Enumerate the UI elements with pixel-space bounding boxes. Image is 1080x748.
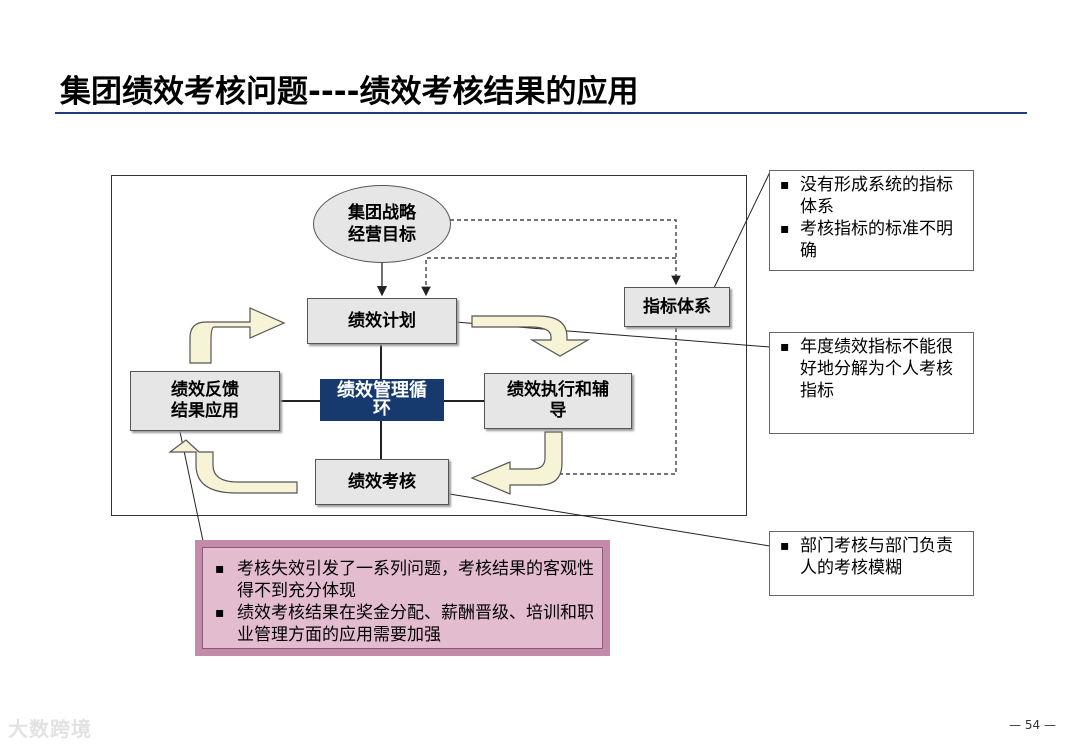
plan-label: 绩效计划 bbox=[348, 310, 416, 331]
performance-execution-box: 绩效执行和辅 导 bbox=[484, 373, 632, 429]
execute-line2: 导 bbox=[549, 401, 567, 421]
page-title: 集团绩效考核问题----绩效考核结果的应用 bbox=[60, 74, 639, 110]
page-number: — 54 — bbox=[1009, 718, 1056, 732]
note-bottom-item-1: 部门考核与部门负责人的考核模糊 bbox=[780, 535, 965, 579]
center-line1: 绩效管理循 bbox=[337, 380, 427, 401]
index-system-box: 指标体系 bbox=[624, 287, 730, 327]
execute-line1: 绩效执行和辅 bbox=[507, 380, 609, 400]
note-feedback-issues: 考核失效引发了一系列问题，考核结果的客观性得不到充分体现 绩效考核结果在奖金分配… bbox=[195, 540, 610, 656]
note-plan-issues: 年度绩效指标不能很好地分解为个人考核指标 bbox=[769, 332, 974, 434]
note-pink-item-2: 绩效考核结果在奖金分配、薪酬晋级、培训和职业管理方面的应用需要加强 bbox=[215, 602, 594, 646]
note-top-item-1: 没有形成系统的指标体系 bbox=[780, 174, 965, 218]
cycle-arrow-assess-to-feedback bbox=[168, 439, 298, 494]
dashed-oval-to-index bbox=[450, 219, 681, 286]
feedback-application-box: 绩效反馈 结果应用 bbox=[130, 371, 280, 431]
assess-label: 绩效考核 bbox=[348, 471, 416, 492]
callout-line-assess bbox=[436, 491, 771, 547]
cycle-arrow-execute-to-assess bbox=[470, 431, 563, 495]
callout-line-feedback bbox=[174, 407, 208, 561]
title-underline bbox=[55, 112, 1027, 114]
oval-line1: 集团战略 bbox=[348, 203, 416, 223]
feedback-line1: 绩效反馈 bbox=[171, 380, 239, 400]
watermark-text: 大数跨境 bbox=[8, 717, 92, 741]
note-feedback-inner: 考核失效引发了一系列问题，考核结果的客观性得不到充分体现 绩效考核结果在奖金分配… bbox=[202, 547, 603, 649]
note-top-item-2: 考核指标的标准不明确 bbox=[780, 218, 965, 262]
callout-line-index bbox=[713, 171, 771, 289]
note-index-issues: 没有形成系统的指标体系 考核指标的标准不明确 bbox=[769, 170, 974, 271]
index-label: 指标体系 bbox=[643, 296, 711, 317]
strategy-goal-oval: 集团战略 经营目标 bbox=[313, 185, 451, 263]
note-middle-item-1: 年度绩效指标不能很好地分解为个人考核指标 bbox=[780, 336, 965, 402]
dashed-index-to-plan bbox=[421, 257, 676, 297]
oval-line2: 经营目标 bbox=[348, 225, 416, 245]
performance-plan-box: 绩效计划 bbox=[307, 298, 457, 344]
management-cycle-center: 绩效管理循 环 bbox=[320, 379, 444, 421]
feedback-line2: 结果应用 bbox=[171, 401, 239, 421]
watermark-logo: 大数跨境 bbox=[8, 713, 92, 742]
performance-assessment-box: 绩效考核 bbox=[315, 459, 449, 505]
center-line2: 环 bbox=[373, 398, 391, 419]
note-assess-issues: 部门考核与部门负责人的考核模糊 bbox=[769, 531, 974, 596]
note-pink-item-1: 考核失效引发了一系列问题，考核结果的客观性得不到充分体现 bbox=[215, 558, 594, 602]
cycle-arrow-plan-to-execute bbox=[471, 315, 591, 357]
cycle-arrow-feedback-to-plan bbox=[189, 307, 286, 364]
